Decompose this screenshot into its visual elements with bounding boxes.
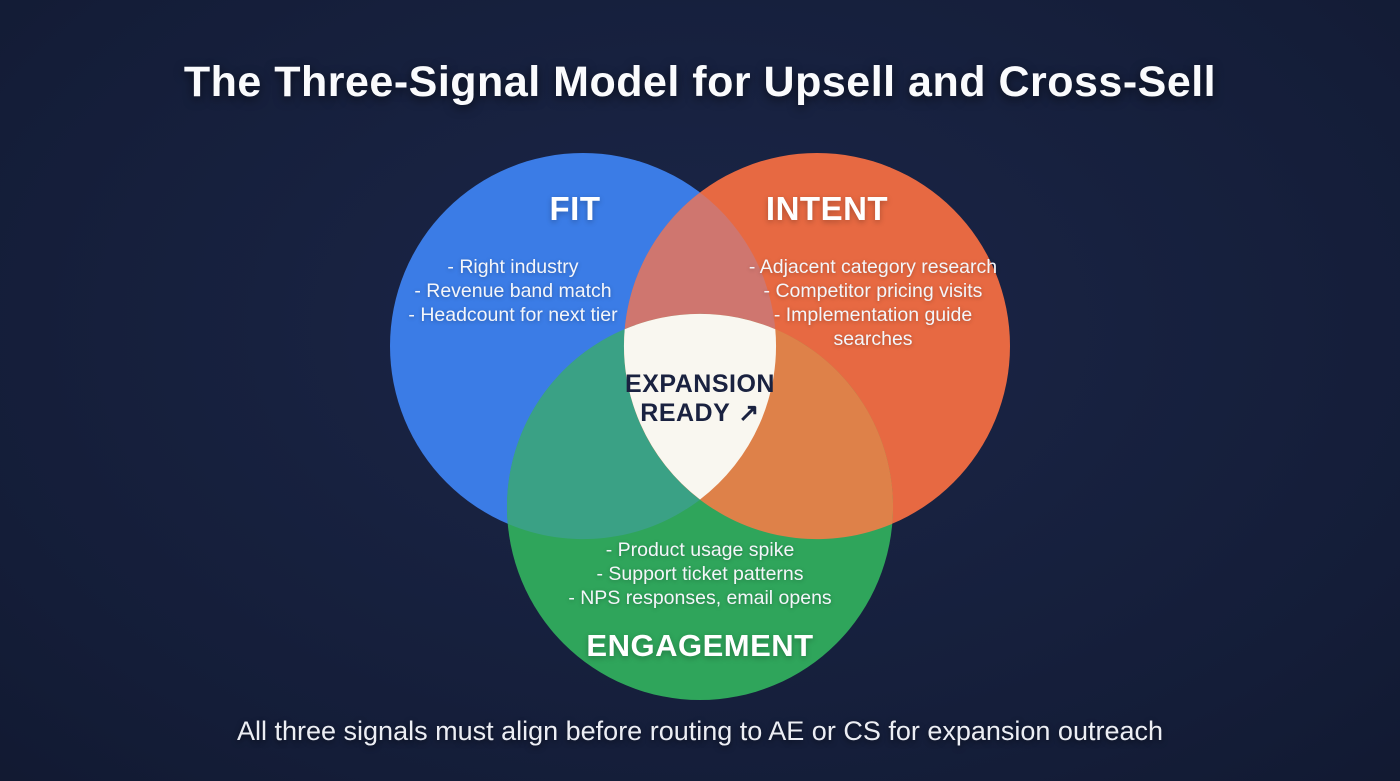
fit-bullet: - Headcount for next tier: [408, 304, 618, 326]
fit-bullet: - Right industry: [447, 256, 579, 278]
triple-intersection-shape: [623, 313, 777, 500]
engagement-bullet-list: - Product usage spike - Support ticket p…: [568, 538, 831, 610]
footer-caption: All three signals must align before rout…: [236, 716, 1164, 746]
intent-bullet: - Competitor pricing visits: [763, 280, 983, 302]
page-title: The Three-Signal Model for Upsell and Cr…: [183, 58, 1217, 106]
engagement-bullet: - Support ticket patterns: [596, 563, 804, 585]
intent-bullet: - Adjacent category research: [748, 256, 998, 278]
fit-label: FIT: [549, 190, 601, 227]
fit-bullet: - Revenue band match: [414, 280, 612, 302]
engagement-bullet: - NPS responses, email opens: [568, 587, 832, 609]
engagement-bullet: - Product usage spike: [605, 539, 795, 561]
ready-text: READY: [640, 399, 731, 427]
intent-label: INTENT: [765, 190, 889, 227]
engagement-label: ENGAGEMENT: [586, 628, 814, 663]
up-right-arrow-icon: ↗: [738, 399, 760, 427]
expansion-ready-label: EXPANSION READY↗: [625, 370, 775, 428]
fit-bullet-list: - Right industry - Revenue band match - …: [408, 255, 617, 327]
expansion-ready-line1: EXPANSION: [625, 370, 775, 398]
expansion-ready-line2: READY↗: [625, 399, 775, 428]
intent-bullet-list: - Adjacent category research - Competito…: [747, 255, 999, 351]
intent-bullet: - Implementation guide searches: [773, 304, 973, 350]
